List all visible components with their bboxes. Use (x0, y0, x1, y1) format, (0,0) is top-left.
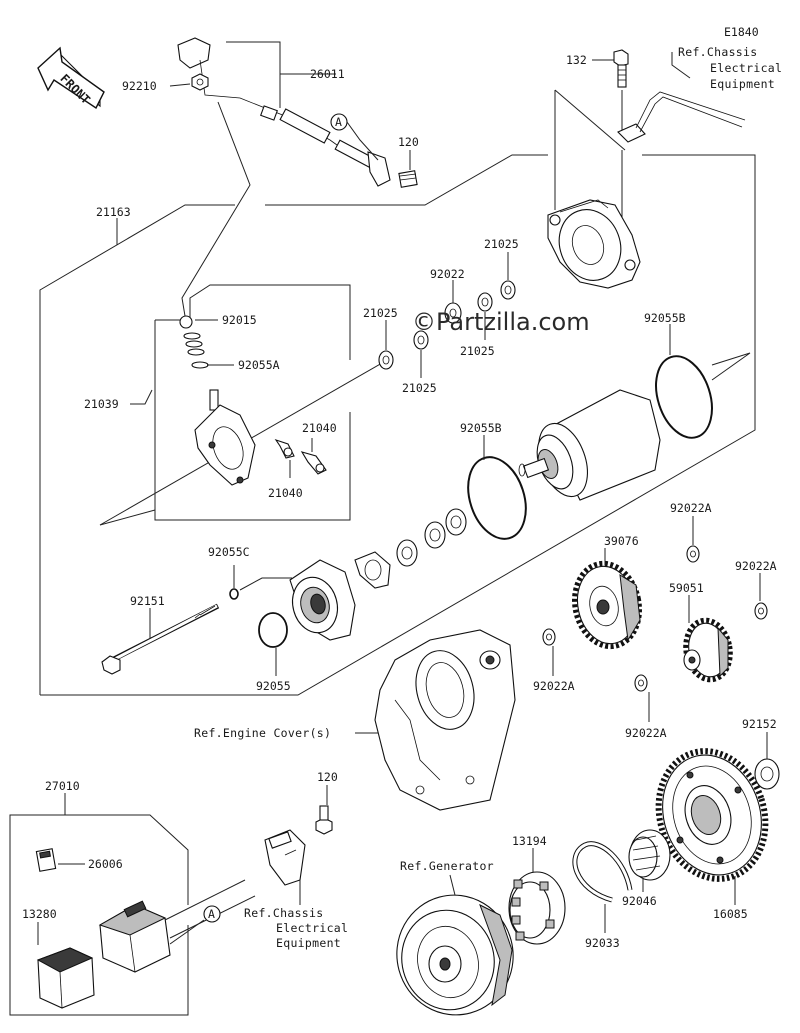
part-16085: 16085 (713, 907, 748, 921)
assembly-frame-21163 (39, 204, 235, 695)
bolt-120-top (398, 170, 418, 188)
relay-bracket (264, 829, 306, 886)
part-92152: 92152 (742, 717, 777, 731)
nut-92210 (191, 73, 209, 91)
ref-engine-cover: Ref.Engine Cover(s) (194, 726, 331, 740)
part-21040-b: 21040 (268, 486, 303, 500)
part-92022: 92022 (430, 267, 465, 281)
washer-21025-c (378, 350, 394, 370)
bolt-92151 (101, 603, 220, 675)
fuse-26006 (35, 848, 57, 872)
part-21025-d: 21025 (402, 381, 437, 395)
washer-stack (396, 508, 467, 567)
ref-chassis-top-2: Electrical (710, 61, 782, 75)
part-120-top: 120 (398, 135, 419, 149)
circlip-92033 (572, 841, 633, 903)
oring-92055 (258, 612, 288, 648)
part-27010: 27010 (45, 779, 80, 793)
ref-generator: Ref.Generator (400, 859, 494, 873)
part-21025-c: 21025 (363, 306, 398, 320)
part-92046: 92046 (622, 894, 657, 908)
part-92033: 92033 (585, 936, 620, 950)
one-way-clutch-13194 (508, 871, 566, 945)
part-21025-b: 21025 (460, 344, 495, 358)
needle-bearing-92046 (628, 829, 671, 881)
callout-a-bottom: A (208, 907, 215, 921)
bolt-120-bottom (315, 805, 333, 835)
ref-chassis-bottom-2: Electrical (276, 921, 348, 935)
washer-92022a-d (634, 674, 648, 692)
callout-a-top: A (335, 115, 342, 129)
spring-21040-b (300, 451, 327, 475)
part-21039: 21039 (84, 397, 119, 411)
relay-assembly-frame (9, 793, 189, 1016)
part-120-bottom: 120 (317, 770, 338, 784)
part-92055b-a: 92055B (644, 311, 686, 325)
front-arrow-icon: FRONT (37, 46, 105, 110)
part-92022a-c: 92022A (735, 559, 777, 573)
brush-plate (354, 551, 391, 589)
cable-26011 (177, 37, 391, 187)
relay-13280 (36, 947, 95, 1009)
gear-59051 (683, 617, 733, 683)
bolt-132 (613, 49, 629, 88)
part-132: 132 (566, 53, 587, 67)
part-92055b-b: 92055B (460, 421, 502, 435)
part-13194: 13194 (512, 834, 547, 848)
starter-relay (98, 900, 171, 973)
part-92055c: 92055C (208, 545, 250, 559)
brush-holder-21039 (179, 315, 256, 486)
ref-chassis-top-3: Equipment (710, 77, 775, 91)
ref-chassis-top-1: Ref.Chassis (678, 45, 757, 59)
part-92055: 92055 (256, 679, 291, 693)
gear-39076 (572, 560, 642, 650)
washer-21025-d (413, 330, 429, 350)
part-21025-a: 21025 (484, 237, 519, 251)
part-26011: 26011 (310, 67, 345, 81)
ref-chassis-bottom-1: Ref.Chassis (244, 906, 323, 920)
spring-21040-a (274, 438, 295, 459)
front-cover (289, 559, 356, 641)
part-92151: 92151 (130, 594, 165, 608)
part-92210: 92210 (122, 79, 157, 93)
assembly-frame-21039 (154, 320, 351, 521)
gear-16085 (655, 748, 769, 882)
washer-21025-a (500, 280, 516, 300)
part-21040-a: 21040 (302, 421, 337, 435)
ref-chassis-bottom-3: Equipment (276, 936, 341, 950)
oring-92055b-a (655, 355, 713, 439)
washer-92022a-c (754, 602, 768, 620)
washer-92022a-b (542, 628, 556, 646)
engine-cover (374, 629, 516, 811)
oring-92055b-b (467, 456, 527, 540)
part-92015: 92015 (222, 313, 257, 327)
washer-92152 (754, 758, 780, 790)
ground-cable (617, 91, 746, 143)
callout-a-icon: A (203, 905, 221, 923)
part-39076: 39076 (604, 534, 639, 548)
part-92022a-d: 92022A (625, 726, 667, 740)
part-92055a: 92055A (238, 358, 280, 372)
washer-21025-b (477, 292, 493, 312)
part-21163: 21163 (96, 205, 131, 219)
part-59051: 59051 (669, 581, 704, 595)
part-13280: 13280 (22, 907, 57, 921)
washer-92022a-a (686, 545, 700, 563)
callout-a-icon: A (330, 113, 348, 131)
diagram-code: E1840 (724, 25, 759, 39)
part-92022a-b: 92022A (533, 679, 575, 693)
watermark: ©Partzilla.com (412, 308, 590, 336)
oring-92055c (229, 588, 239, 600)
generator (396, 894, 514, 1016)
end-cover (547, 199, 641, 289)
starter-motor-body (518, 389, 661, 501)
part-26006: 26006 (88, 857, 123, 871)
part-92022a-a: 92022A (670, 501, 712, 515)
